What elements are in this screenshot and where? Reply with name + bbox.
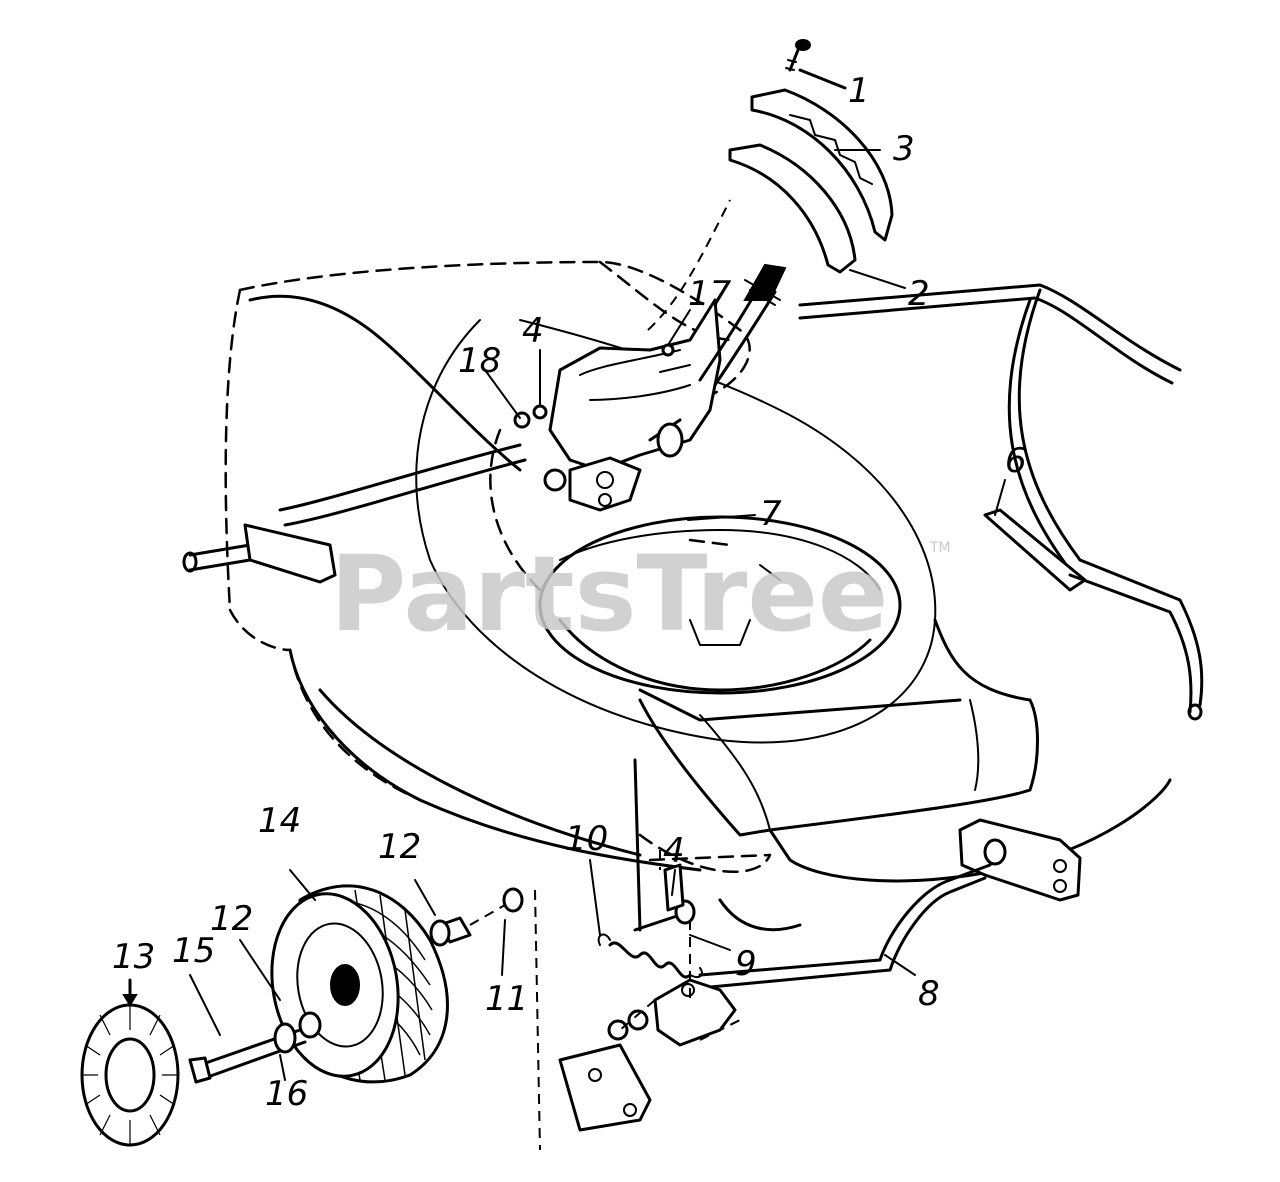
callout-13: 13 — [112, 937, 155, 977]
callout-1: 1 — [848, 71, 870, 111]
watermark-trademark: TM — [929, 540, 951, 556]
callout-6: 6 — [1005, 441, 1027, 481]
callout-18: 18 — [458, 341, 501, 381]
rear-axle-assembly — [558, 818, 1082, 1132]
callout-17: 17 — [688, 274, 732, 314]
watermark-logo: PartsTree — [330, 533, 888, 655]
callout-12-left: 12 — [210, 899, 253, 939]
callout-7: 7 — [760, 494, 782, 534]
wheel-assembly — [80, 884, 541, 1151]
callout-15: 15 — [172, 931, 215, 971]
front-axle-assembly — [182, 443, 527, 584]
deck-housing — [224, 260, 1172, 932]
height-plate-assembly — [728, 39, 894, 274]
callout-12-right: 12 — [378, 827, 421, 867]
callout-4-top: 4 — [522, 311, 544, 351]
callout-14: 14 — [258, 801, 301, 841]
spring-and-bolt — [597, 850, 703, 1000]
callout-9: 9 — [735, 944, 757, 984]
callout-10: 10 — [565, 819, 608, 859]
callout-2: 2 — [908, 274, 930, 314]
callout-leaders — [122, 68, 1006, 1081]
callout-11: 11 — [485, 979, 528, 1019]
callout-16: 16 — [265, 1074, 308, 1114]
callout-labels: 1 2 3 4 4 6 7 8 9 10 11 12 12 13 14 15 1… — [112, 71, 1027, 1114]
callout-8: 8 — [918, 974, 940, 1014]
callout-4-bottom: 4 — [663, 831, 685, 871]
hubcap-ridges-icon — [82, 1005, 178, 1145]
callout-3: 3 — [893, 129, 915, 169]
height-adjuster-assembly — [543, 199, 787, 512]
rear-handle — [798, 283, 1204, 721]
